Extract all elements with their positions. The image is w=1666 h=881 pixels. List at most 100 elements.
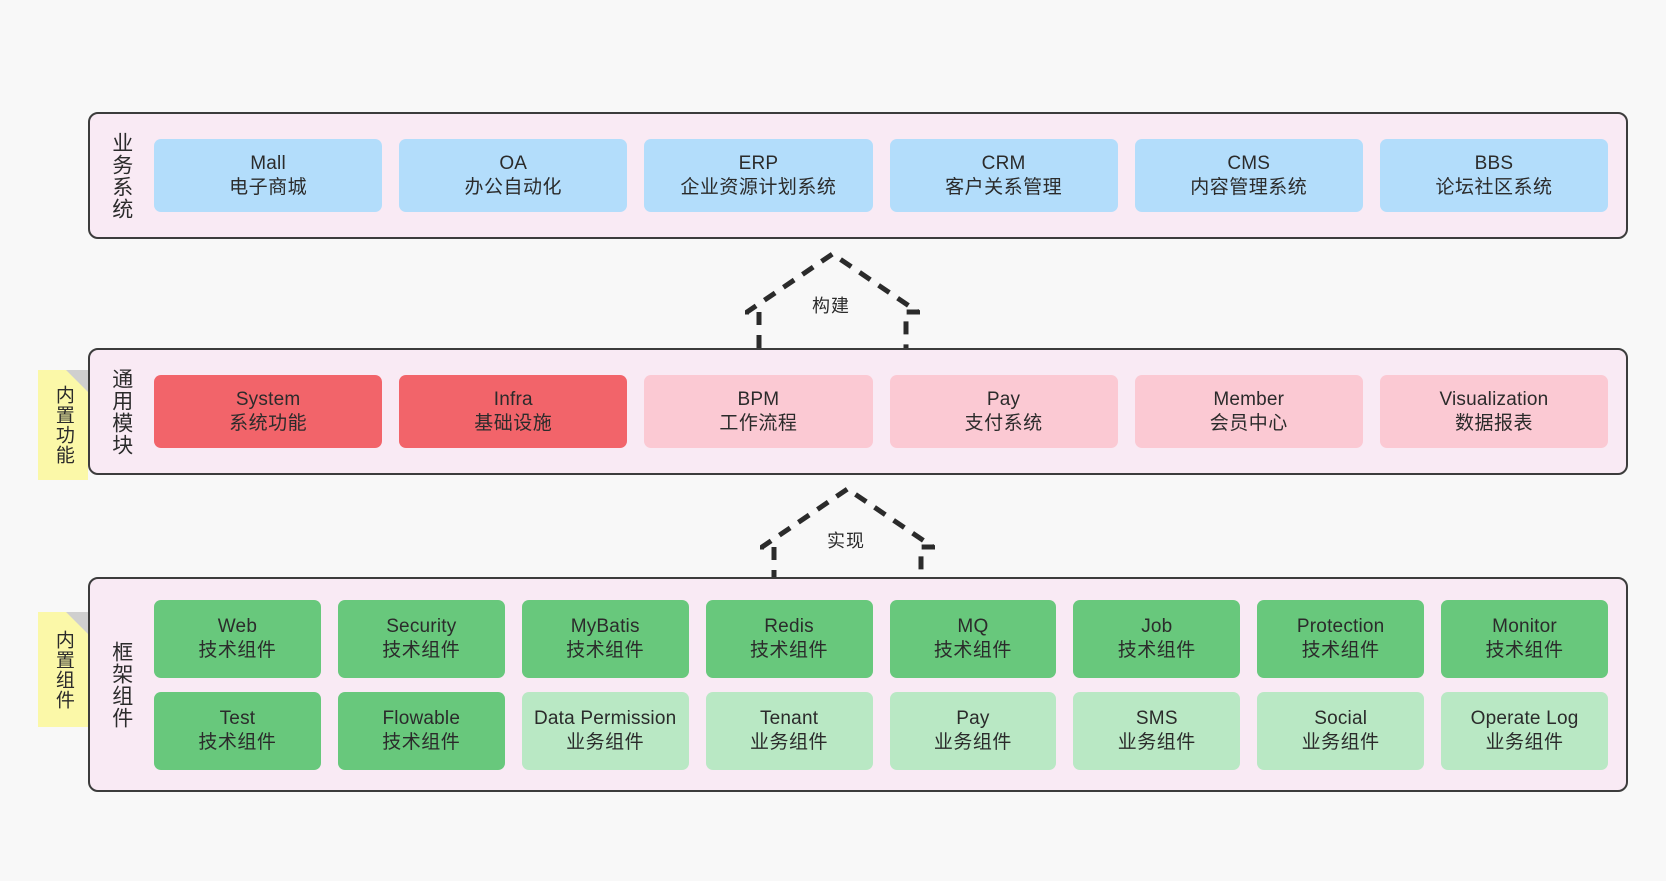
note-fold-corner-icon [66,370,88,392]
layer-business-systems-title: 业务系统 [109,131,133,220]
card-title-cn: 企业资源计划系统 [680,176,837,198]
card-title-en: Pay [986,388,1021,410]
card-title-en: CRM [981,152,1026,174]
card-title-en: System [235,388,301,410]
card-title-en: Pay [956,707,990,729]
card-title-en: Security [386,615,457,637]
card-title-en: BPM [737,388,780,410]
card-title-en: Test [219,707,256,729]
card-title-cn: 技术组件 [566,639,645,661]
card-title-cn: 业务组件 [750,731,829,753]
note-built-in-function: 内置功能 [38,370,88,480]
arrow-build-label: 构建 [812,296,850,316]
card-title-cn: 技术组件 [382,731,461,753]
card-title-cn: 支付系统 [964,412,1043,434]
card-title-cn: 业务组件 [1301,731,1380,753]
card-title-cn: 技术组件 [750,639,829,661]
card-title-cn: 技术组件 [1485,639,1564,661]
card-title-cn: 技术组件 [382,639,461,661]
card-title-cn: 业务组件 [933,731,1012,753]
card-title-cn: 办公自动化 [464,176,563,198]
card-title-en: Flowable [382,707,461,729]
card-title-en: Data Permission [533,707,677,729]
card-title-en: Web [217,615,258,637]
card-title-cn: 技术组件 [1117,639,1196,661]
layer-framework-components-title: 框架组件 [109,640,133,729]
card-title-cn: 业务组件 [566,731,645,753]
card-title-cn: 基础设施 [474,412,553,434]
card-title-cn: 业务组件 [1485,731,1564,753]
card-title-cn: 客户关系管理 [945,176,1063,198]
card-title-cn: 电子商城 [229,176,308,198]
card-title-en: Member [1213,388,1285,410]
card-title-cn: 技术组件 [933,639,1012,661]
note-built-in-component-label: 内置组件 [52,629,74,710]
card-title-cn: 技术组件 [1301,639,1380,661]
card-title-cn: 论坛社区系统 [1435,176,1553,198]
card-title-cn: 业务组件 [1117,731,1196,753]
card-title-en: Visualization [1439,388,1549,410]
card-title-en: SMS [1135,707,1178,729]
card-title-en: Operate Log [1470,707,1579,729]
card-title-cn: 技术组件 [198,639,277,661]
card-title-cn: 会员中心 [1209,412,1288,434]
card-title-en: Social [1314,707,1368,729]
card-title-cn: 数据报表 [1454,412,1533,434]
card-title-en: MyBatis [570,615,640,637]
card-title-en: ERP [738,152,779,174]
card-title-en: Infra [493,388,533,410]
card-title-cn: 技术组件 [198,731,277,753]
card-title-en: Tenant [759,707,819,729]
card-title-en: BBS [1474,152,1514,174]
card-title-en: Monitor [1492,615,1557,637]
card-title-en: MQ [957,615,989,637]
card-title-en: Mall [250,152,286,174]
card-title-cn: 内容管理系统 [1190,176,1308,198]
note-fold-corner-icon [66,612,88,634]
arrow-implement-label: 实现 [827,531,865,551]
card-title-en: Redis [764,615,814,637]
card-title-en: Job [1141,615,1173,637]
card-title-en: Protection [1296,615,1385,637]
note-built-in-component: 内置组件 [38,612,88,727]
layer-common-modules-title: 通用模块 [109,367,133,456]
card-title-en: CMS [1227,152,1271,174]
